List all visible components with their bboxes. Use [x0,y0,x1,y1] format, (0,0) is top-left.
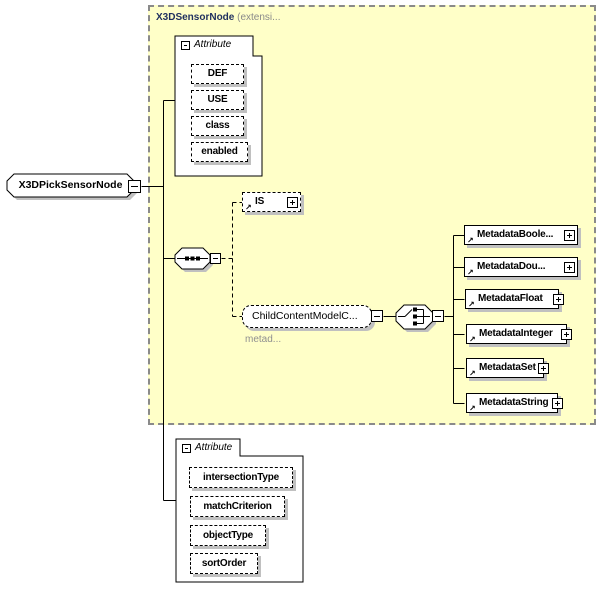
metadata-set-expand-icon[interactable] [538,363,549,374]
metadata-float-element[interactable]: ↗ MetadataFloat [465,289,564,309]
attribute-def[interactable]: DEF [191,64,244,84]
is-element-label: IS [255,196,265,207]
bottom-attribute-collapse-icon[interactable] [182,444,191,453]
base-type-name: X3DSensorNode [156,12,235,23]
child-content-model-group[interactable]: ChildContentModelC... [242,305,372,328]
top-attribute-collapse-icon[interactable] [181,41,190,50]
is-expand-icon[interactable] [287,197,298,208]
base-type-title: X3DSensorNode (extensi... [156,12,281,23]
metadata-float-expand-icon[interactable] [553,294,564,305]
choice-collapse-icon[interactable] [432,310,444,322]
attribute-enabled[interactable]: enabled [191,142,248,162]
metadata-boolean-element[interactable]: ↗ MetadataBoole... [464,225,578,245]
attribute-sort-order[interactable]: sortOrder [190,553,258,574]
group-collapse-icon[interactable] [371,310,383,322]
attribute-use[interactable]: USE [191,90,244,110]
root-element-shape[interactable] [6,173,137,200]
choice-icon[interactable] [395,304,436,332]
metadata-string-label: MetadataString [479,397,549,408]
metadata-integer-label: MetadataInteger [479,328,553,339]
attribute-class[interactable]: class [191,116,244,136]
bottom-attribute-tab: Attribute [195,442,233,453]
sequence-icon[interactable] [174,247,213,272]
metadata-double-label: MetadataDou... [477,261,546,272]
metadata-double-expand-icon[interactable] [564,262,575,273]
metadata-integer-expand-icon[interactable] [561,329,572,340]
attribute-object-type[interactable]: objectType [190,525,266,546]
metadata-set-label: MetadataSet [479,362,536,373]
reference-arrow-icon: ↗ [469,404,476,413]
group-note: metad... [245,334,282,345]
metadata-set-element[interactable]: ↗ MetadataSet [466,358,549,378]
reference-arrow-icon: ↗ [467,236,474,245]
reference-arrow-icon: ↗ [468,300,475,309]
root-collapse-icon[interactable] [128,180,141,193]
top-attribute-tab: Attribute [194,39,232,50]
metadata-boolean-expand-icon[interactable] [564,230,575,241]
base-type-suffix: (extensi... [237,12,281,23]
metadata-double-element[interactable]: ↗ MetadataDou... [464,257,578,277]
sequence-collapse-icon[interactable] [210,253,221,264]
attribute-intersection-type[interactable]: intersectionType [189,467,293,488]
reference-arrow-icon: ↗ [467,268,474,277]
root-element[interactable]: X3DPickSensorNode [18,179,123,191]
reference-arrow-icon: ↗ [469,335,476,344]
metadata-string-expand-icon[interactable] [552,398,563,409]
metadata-integer-element[interactable]: ↗ MetadataInteger [466,324,572,344]
metadata-string-element[interactable]: ↗ MetadataString [466,393,563,413]
metadata-float-label: MetadataFloat [478,293,543,304]
reference-arrow-icon: ↗ [245,203,252,212]
metadata-boolean-label: MetadataBoole... [477,229,554,240]
attribute-match-criterion[interactable]: matchCriterion [190,496,285,517]
is-element[interactable]: ↗ IS [242,192,301,212]
reference-arrow-icon: ↗ [469,369,476,378]
